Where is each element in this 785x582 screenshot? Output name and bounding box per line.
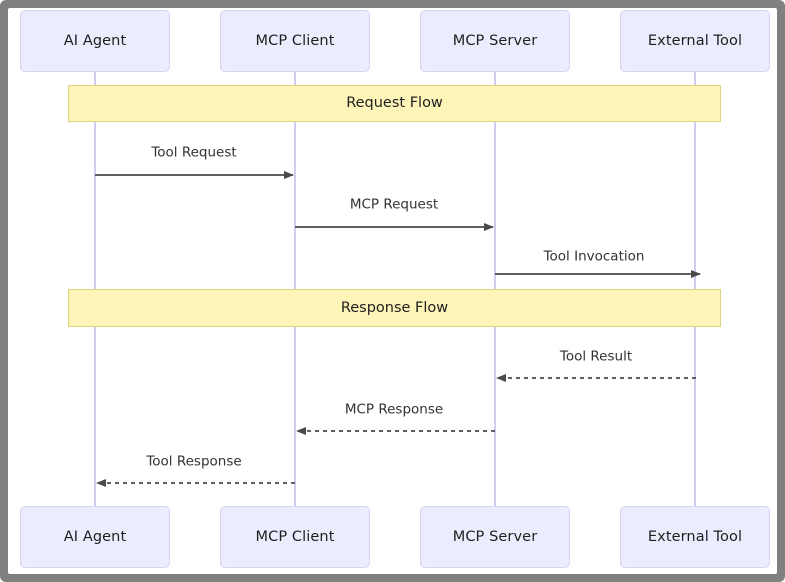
- section-banner-label-request-flow: Request Flow: [346, 95, 443, 112]
- actor-box-external-tool-bottom[interactable]: External Tool: [620, 506, 770, 568]
- actor-label-external-tool-bottom: External Tool: [647, 528, 743, 545]
- message-arrow-group: [95, 171, 701, 487]
- actor-box-ai-agent-bottom[interactable]: AI Agent: [20, 506, 170, 568]
- actor-box-mcp-client[interactable]: MCP Client: [220, 10, 370, 72]
- actor-label-mcp-client-bottom: MCP Client: [255, 528, 335, 545]
- actor-box-mcp-server-bottom[interactable]: MCP Server: [420, 506, 570, 568]
- actor-box-mcp-client-bottom[interactable]: MCP Client: [220, 506, 370, 568]
- section-banner-label-response-flow: Response Flow: [340, 299, 449, 316]
- actor-label-external-tool: External Tool: [647, 32, 743, 49]
- message-label-tool-invocation: Tool Invocation: [543, 248, 645, 265]
- section-banner-response-flow[interactable]: Response Flow: [68, 289, 721, 327]
- message-label-tool-response: Tool Response: [146, 453, 242, 470]
- actor-box-external-tool[interactable]: External Tool: [620, 10, 770, 72]
- message-label-mcp-response: MCP Response: [344, 401, 444, 418]
- actor-label-mcp-server-bottom: MCP Server: [452, 528, 538, 545]
- actor-box-mcp-server[interactable]: MCP Server: [420, 10, 570, 72]
- actor-label-mcp-server: MCP Server: [452, 32, 538, 49]
- actor-box-ai-agent[interactable]: AI Agent: [20, 10, 170, 72]
- actor-label-ai-agent-bottom: AI Agent: [63, 528, 127, 545]
- actor-label-mcp-client: MCP Client: [255, 32, 335, 49]
- message-label-tool-result: Tool Result: [559, 348, 633, 365]
- actor-label-ai-agent: AI Agent: [63, 32, 127, 49]
- message-label-mcp-request: MCP Request: [349, 196, 439, 213]
- section-banner-request-flow[interactable]: Request Flow: [68, 85, 721, 122]
- message-label-tool-request: Tool Request: [151, 144, 237, 161]
